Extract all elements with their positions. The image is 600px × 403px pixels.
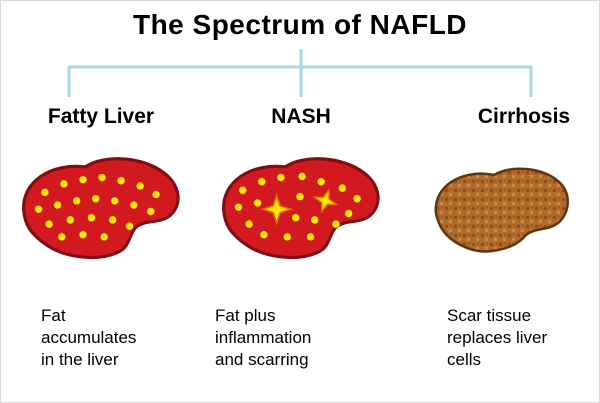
scarred-liver-shape [434, 167, 569, 253]
nash-image-box [201, 135, 401, 291]
stage-description-fatty-liver: Fat accumulates in the liver [41, 306, 137, 369]
fat-dots [234, 172, 361, 241]
stage-label-fatty-liver: Fatty Liver [47, 105, 155, 128]
nash-liver-illustration [222, 157, 380, 259]
inflammation-stars [260, 187, 339, 226]
fat-dots [34, 173, 160, 241]
stage-description-cirrhosis: Scar tissue replaces liver cells [447, 306, 548, 369]
bracket-connector-lines [67, 49, 533, 97]
stage-label-nash: NASH [271, 105, 331, 128]
cirrhosis-liver-illustration [434, 167, 569, 253]
diagram-title: The Spectrum of NAFLD [132, 9, 468, 40]
stage-columns: Fatty Liver [1, 105, 599, 370]
fatty-liver-image-box [1, 135, 201, 291]
stage-label-cirrhosis: Cirrhosis [477, 105, 571, 128]
fatty-liver-illustration [22, 157, 180, 259]
stage-description-nash: Fat plus inflammation and scarring [215, 306, 312, 369]
stage-column-fatty-liver: Fatty Liver [1, 105, 201, 370]
liver-shape [22, 157, 180, 259]
cirrhosis-image-box [401, 135, 599, 291]
stage-column-nash: NASH [201, 105, 401, 370]
stage-column-cirrhosis: Cirrhosis Scar tissue replaces liver cel… [401, 105, 599, 370]
